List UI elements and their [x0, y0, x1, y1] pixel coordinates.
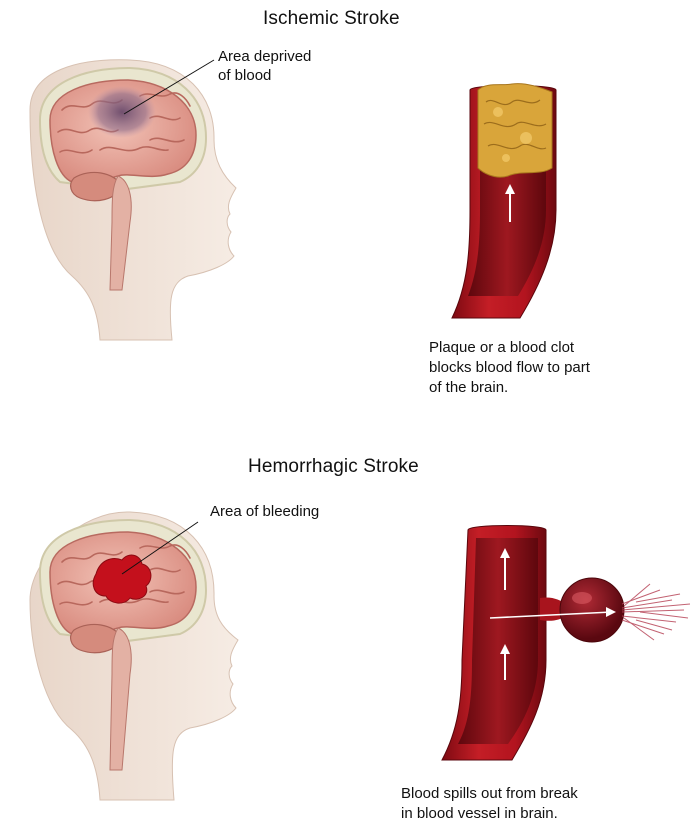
area-of-bleeding-callout: Area of bleeding — [210, 502, 319, 521]
plaque-clot — [478, 84, 552, 177]
aneurysm-sac — [560, 578, 624, 642]
caption-line: in blood vessel in brain. — [401, 804, 578, 824]
callout-line: Area of bleeding — [210, 502, 319, 521]
hemorrhagic-caption: Blood spills out from break in blood ves… — [401, 784, 578, 824]
vessel-ruptured — [442, 526, 690, 761]
caption-line: Blood spills out from break — [401, 784, 578, 804]
blood-spray — [622, 584, 690, 640]
head-hemorrhagic — [30, 512, 238, 800]
deprived-area — [88, 86, 156, 138]
hemorrhagic-stroke-title: Hemorrhagic Stroke — [248, 456, 419, 478]
vessel-blocked — [452, 84, 556, 318]
head-ischemic — [30, 60, 236, 340]
